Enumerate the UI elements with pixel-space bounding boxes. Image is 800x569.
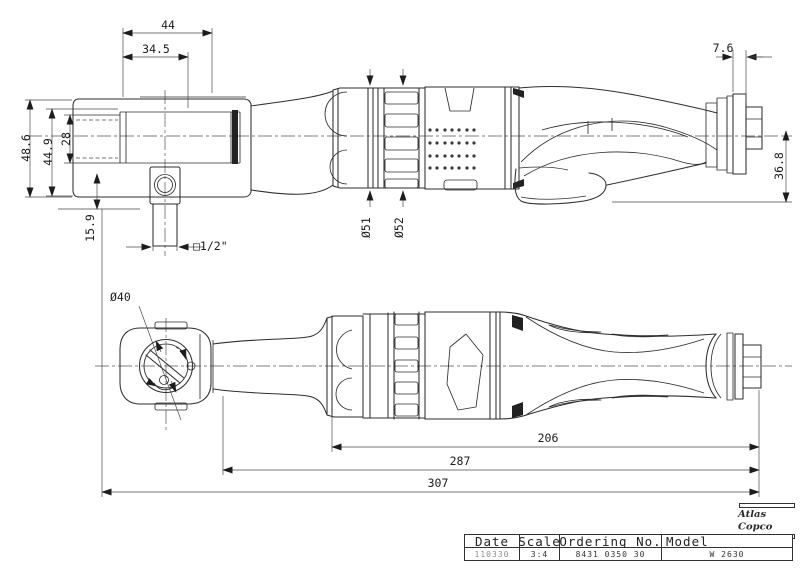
rear-end-cap-plan bbox=[705, 332, 762, 401]
dim-36-8: 36.8 bbox=[772, 152, 786, 180]
dim-48-6: 48.6 bbox=[19, 134, 33, 162]
value-ordering: 8431 0350 30 bbox=[559, 548, 661, 560]
clamp-bell-plan bbox=[326, 313, 371, 419]
dim-15-9: 15.9 bbox=[83, 214, 97, 242]
head-tab-bottom bbox=[154, 402, 188, 411]
collar-ribs-plan bbox=[394, 313, 419, 417]
collar-ribs bbox=[384, 91, 419, 189]
header-date: Date bbox=[474, 535, 510, 547]
dim-dia-40: Ø40 bbox=[110, 290, 131, 304]
clevis-lines bbox=[73, 114, 120, 164]
head-tab-top bbox=[154, 321, 188, 330]
neck-bottom-plan bbox=[212, 388, 328, 416]
dim-287: 287 bbox=[450, 454, 471, 468]
handle-top-edge bbox=[518, 85, 718, 114]
title-block-value-row: 110330 3:4 8431 0350 30 W 2630 bbox=[465, 548, 792, 560]
extension-lines bbox=[25, 28, 792, 497]
head-outline bbox=[72, 98, 252, 198]
brand-name: Atlas Copco bbox=[738, 509, 773, 533]
side-view bbox=[28, 85, 792, 256]
grip-slits bbox=[548, 324, 669, 408]
neck-bottom bbox=[250, 184, 334, 195]
lever-knob bbox=[159, 375, 169, 385]
pin-hole-inner bbox=[157, 177, 173, 193]
reverse-lever-slot bbox=[145, 349, 185, 384]
bell-bumps bbox=[324, 91, 348, 185]
neck-top bbox=[250, 90, 334, 107]
anvil-band bbox=[232, 110, 238, 164]
dim-44-9: 44.9 bbox=[41, 138, 55, 166]
header-scale: Scale bbox=[519, 535, 559, 547]
exhaust-dots bbox=[428, 128, 476, 170]
bell-bumps-plan bbox=[335, 329, 353, 411]
dim-206: 206 bbox=[538, 431, 559, 445]
side-button bbox=[186, 361, 196, 371]
housing-seal-ticks-plan bbox=[512, 315, 523, 418]
ribbed-collar bbox=[372, 86, 426, 190]
header-ordering: Ordering No. bbox=[559, 535, 661, 547]
pin-hole-outer bbox=[154, 174, 176, 196]
handle-bottom-edge bbox=[606, 162, 707, 186]
head-ring bbox=[199, 334, 214, 399]
drive-boss bbox=[149, 166, 181, 205]
dimensions: 44 34.5 48.6 44.9 28 15.9 □1/2" 7.6 36.8… bbox=[19, 18, 792, 497]
dim-square-drive: □1/2" bbox=[193, 239, 228, 253]
dim-34-5: 34.5 bbox=[142, 42, 170, 56]
plan-view bbox=[95, 311, 792, 432]
grip-ticks bbox=[587, 118, 613, 134]
title-block: Date Scale Ordering No. Model 110330 3:4… bbox=[464, 534, 793, 561]
title-block-header-row: Date Scale Ordering No. Model bbox=[465, 535, 792, 548]
head-outline-plan bbox=[119, 327, 212, 405]
handle-top-plan bbox=[522, 314, 717, 337]
clamp-bell bbox=[332, 87, 374, 189]
trigger-inner-line bbox=[520, 195, 587, 200]
dim-307: 307 bbox=[428, 476, 449, 490]
housing-corner bbox=[499, 311, 524, 420]
logo-bar-top bbox=[739, 503, 795, 508]
value-scale: 3:4 bbox=[519, 548, 559, 560]
grip-curve-b bbox=[523, 151, 707, 177]
square-drive-shank bbox=[152, 203, 178, 247]
value-model: W 2630 bbox=[661, 548, 792, 560]
header-model: Model bbox=[661, 535, 792, 547]
grip-waist-bottom bbox=[525, 379, 705, 416]
head-barrel bbox=[119, 111, 241, 164]
rotation-arrow-cw bbox=[175, 346, 187, 360]
housing-bottom-pad bbox=[443, 179, 478, 191]
motor-housing-plan bbox=[424, 311, 501, 420]
rear-end-cap bbox=[705, 93, 763, 175]
grip-curve-c bbox=[541, 121, 689, 138]
trigger-lever bbox=[514, 168, 607, 205]
dim-7-6: 7.6 bbox=[713, 41, 734, 55]
trigger-pivot-line bbox=[518, 166, 569, 171]
value-date: 110330 bbox=[474, 549, 510, 559]
grip-curve-a bbox=[520, 120, 718, 163]
dim-44: 44 bbox=[161, 18, 175, 32]
rotation-arrow-ccw bbox=[145, 377, 157, 387]
ratchet-cap-inner bbox=[143, 343, 189, 389]
handle-bottom-plan bbox=[522, 395, 717, 417]
dim-dia-52: Ø52 bbox=[392, 217, 406, 238]
ratchet-cap-outer bbox=[138, 338, 194, 394]
grip-waist-top bbox=[525, 316, 705, 353]
hidden-lines bbox=[76, 119, 118, 159]
housing-notch bbox=[444, 87, 475, 112]
dim-28: 28 bbox=[59, 132, 73, 146]
exhaust-panel bbox=[446, 333, 484, 411]
neck-top-plan bbox=[212, 317, 328, 345]
dim-dia-51: Ø51 bbox=[359, 217, 373, 238]
motor-housing bbox=[424, 86, 520, 190]
ribbed-collar-plan bbox=[362, 311, 426, 420]
